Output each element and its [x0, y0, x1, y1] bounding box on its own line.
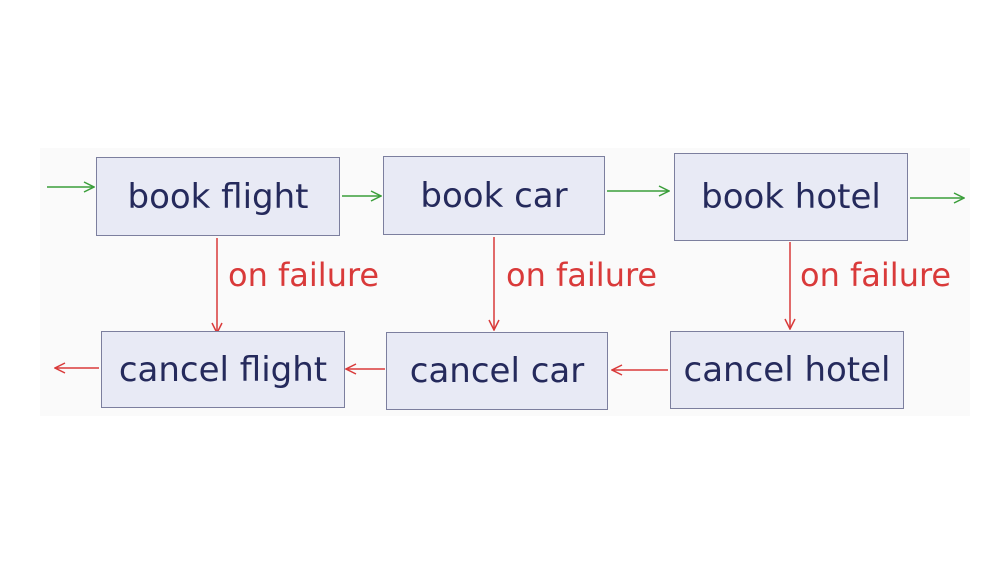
book-car-box: book car [383, 156, 605, 235]
hotel-failure-label: on failure [800, 256, 952, 294]
book-hotel-box: book hotel [674, 153, 908, 241]
flight-failure-label: on failure [228, 256, 380, 294]
cancel-car-box: cancel car [386, 332, 608, 410]
cancel-hotel-box: cancel hotel [670, 331, 904, 409]
book-flight-box: book flight [96, 157, 340, 236]
cancel-flight-box: cancel flight [101, 331, 345, 408]
car-failure-label: on failure [506, 256, 658, 294]
